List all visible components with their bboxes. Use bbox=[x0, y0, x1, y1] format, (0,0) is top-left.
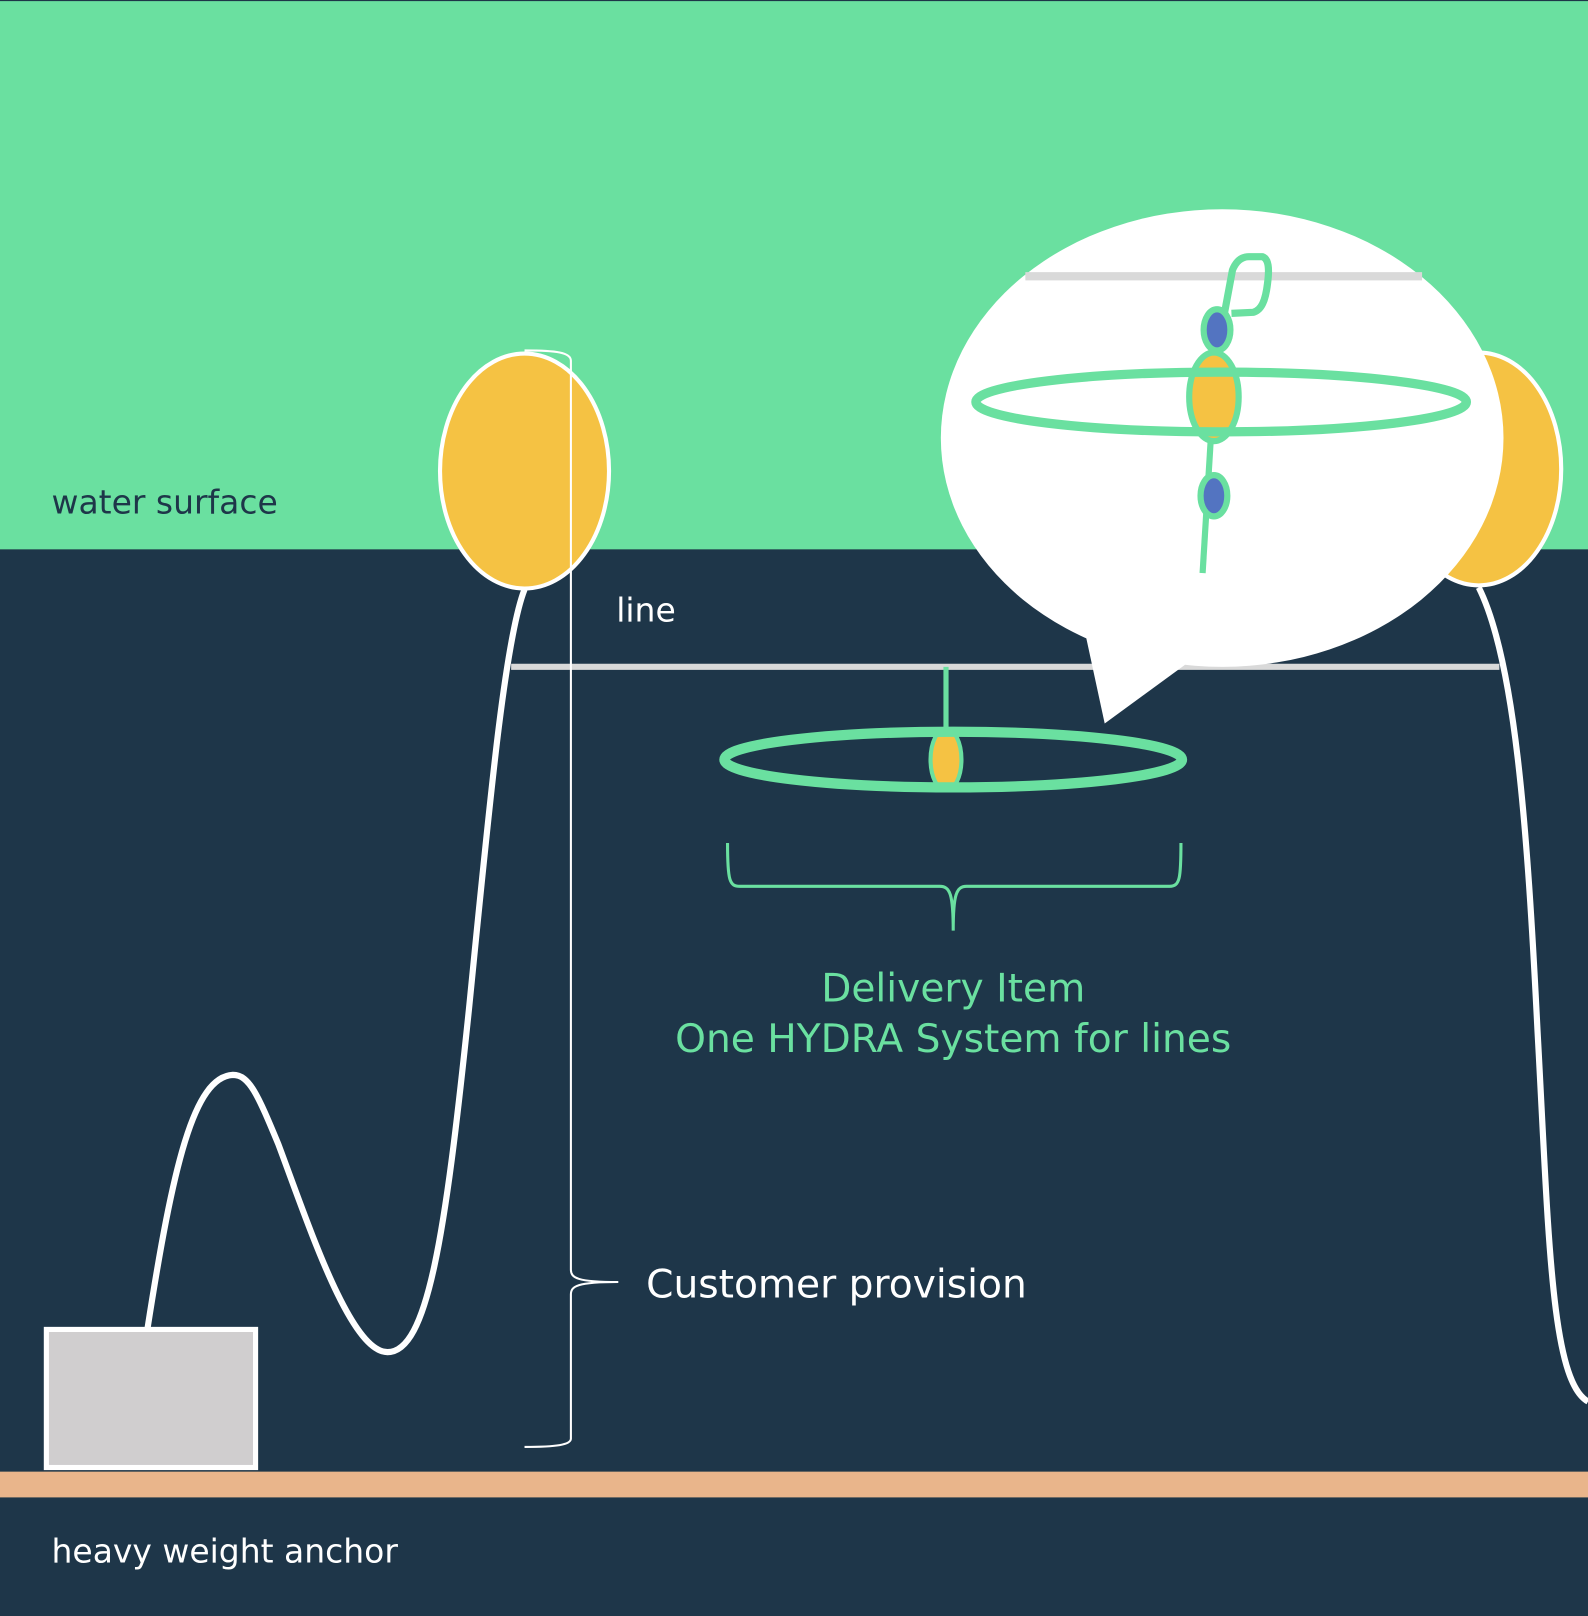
hydra-ring bbox=[719, 726, 1188, 793]
hydra-system-label: One HYDRA System for lines bbox=[675, 1017, 1231, 1062]
delivery-item-label: Delivery Item bbox=[821, 967, 1085, 1012]
water-surface-label: water surface bbox=[52, 482, 278, 521]
detail-ring bbox=[971, 367, 1472, 437]
anchor-label: heavy weight anchor bbox=[52, 1531, 399, 1570]
customer-provision-label: Customer provision bbox=[646, 1262, 1027, 1307]
detail-bottom-marker bbox=[1197, 472, 1231, 520]
left-buoy bbox=[437, 351, 612, 591]
delivery-item-bracket bbox=[725, 843, 1183, 931]
seabed bbox=[0, 1471, 1588, 1498]
detail-top-marker bbox=[1200, 306, 1234, 354]
customer-provision-bracket bbox=[524, 349, 619, 1448]
right-mooring-rope bbox=[1476, 586, 1588, 1405]
heavy-weight-anchor bbox=[43, 1326, 259, 1471]
hydra-float bbox=[928, 726, 964, 793]
detail-hook bbox=[1220, 253, 1273, 317]
detail-callout-bubble bbox=[940, 209, 1504, 724]
line-label: line bbox=[616, 590, 675, 629]
left-mooring-rope bbox=[144, 588, 528, 1356]
